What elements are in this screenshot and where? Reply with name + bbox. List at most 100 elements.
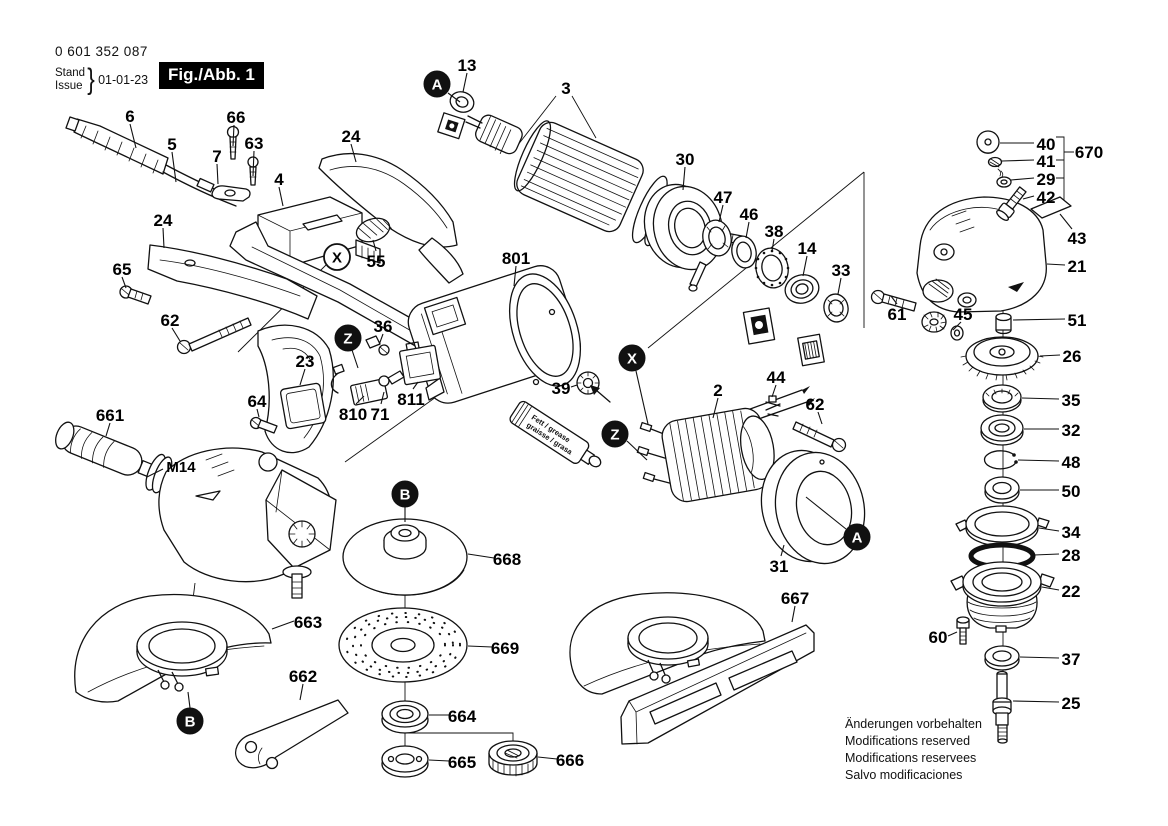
part-callout-63: 63: [245, 134, 264, 153]
stand-label: Stand: [55, 67, 86, 79]
capacitor-810-drawing: [330, 363, 388, 406]
leader-line-55: [372, 239, 377, 252]
flange-664-drawing: [381, 700, 429, 734]
part-callout-28: 28: [1062, 546, 1081, 565]
part-callout-66: 66: [227, 108, 246, 127]
part-callout-M14: M14: [166, 459, 196, 476]
leader-line-24: [162, 227, 165, 249]
leader-line-26: [1039, 354, 1061, 357]
screw-65-drawing: [119, 285, 152, 305]
leader-line-62: [171, 327, 181, 342]
screw-60-drawing: [956, 616, 970, 645]
part-callout-50: 50: [1062, 482, 1081, 501]
ref-marker-X-circle: [618, 344, 646, 372]
crown-gear-26-drawing: [960, 336, 1044, 381]
leader-line-669: [467, 645, 493, 648]
part-callout-24: 24: [342, 127, 361, 146]
leader-line-24: [350, 143, 357, 163]
pin-drawing: [688, 261, 707, 292]
part-callout-44: 44: [767, 368, 786, 387]
issue-date: 01-01-23: [98, 73, 149, 87]
nut-41-drawing: [987, 156, 1004, 178]
cord-guard-drawing: [65, 116, 169, 175]
ref-marker-X-circle: [323, 243, 351, 271]
ref-marker-B: B: [185, 714, 196, 731]
bearing-14-drawing: [784, 274, 820, 304]
leader-line-44: [771, 384, 777, 398]
part-callout-22: 22: [1062, 582, 1081, 601]
part-callout-23: 23: [296, 352, 315, 371]
leader-line-51: [1012, 318, 1066, 321]
revision-note: Änderungen vorbehalten: [845, 717, 982, 731]
brush-plate-drawing: [437, 112, 466, 140]
part-callout-39: 39: [552, 379, 571, 398]
leader-line-22: [1041, 586, 1060, 591]
bearing-13-drawing: [449, 91, 475, 113]
part-callout-32: 32: [1062, 421, 1081, 440]
part-callout-47: 47: [714, 188, 733, 207]
marker-leader-Z: [626, 440, 648, 461]
part-callout-37: 37: [1062, 650, 1081, 669]
leader-line-48: [1017, 459, 1060, 462]
grinder-assembly-drawing: [158, 447, 337, 599]
part-callout-71: 71: [371, 405, 390, 424]
leader-line-33: [837, 277, 842, 295]
ref-marker-Z: Z: [343, 331, 352, 348]
part-callout-811: 811: [397, 390, 424, 409]
leader-line-21: [1046, 263, 1066, 266]
ref-marker-X: X: [332, 250, 342, 267]
part-callout-64: 64: [248, 392, 267, 411]
leader-line-34: [1038, 527, 1060, 532]
leader-line-36: [378, 333, 384, 346]
plate-43-drawing: [1030, 196, 1072, 219]
flange-30-drawing: [643, 183, 724, 271]
revision-note: Modifications reservees: [845, 751, 977, 765]
clamp-nut-665-drawing: [381, 745, 429, 778]
spindle-25-drawing: [992, 670, 1012, 744]
clip-44-drawing: [765, 395, 781, 417]
part-callout-41: 41: [1037, 152, 1056, 171]
leader-line-30: [682, 166, 686, 191]
leader-line-2: [712, 397, 719, 419]
part-callout-43: 43: [1068, 229, 1087, 248]
part-callout-6: 6: [125, 107, 134, 126]
leader-line-62: [817, 411, 823, 425]
ref-marker-X: X: [627, 351, 637, 368]
ref-marker-Z-circle: [334, 324, 362, 352]
part-callout-667: 667: [781, 589, 809, 608]
screw-71-drawing: [378, 370, 405, 387]
leader-line-39: [570, 384, 578, 388]
bearing-flange-22-drawing: [950, 561, 1055, 633]
lock-washer-47-drawing: [702, 219, 732, 257]
ref-marker-A-circle: [843, 523, 871, 551]
leader-line-663: [271, 620, 295, 630]
part-callout-810: 810: [339, 405, 367, 424]
ring-gear-38-drawing: [754, 247, 790, 289]
guard-panel-667-drawing: [620, 624, 815, 745]
leader-line-14: [802, 255, 808, 277]
part-callout-36: 36: [374, 317, 393, 336]
part-callout-13: 13: [458, 56, 477, 75]
part-callout-62: 62: [161, 311, 180, 330]
leader-line-71: [380, 391, 385, 405]
ref-marker-A: A: [432, 77, 443, 94]
bearing-50-drawing: [984, 476, 1020, 504]
gear-housing-21-drawing: [916, 196, 1047, 313]
seal-ring-37-drawing: [984, 645, 1020, 671]
ref-marker-Z: Z: [610, 427, 619, 444]
grease-tube-drawing: Fett / grease graisse / grasa: [509, 400, 602, 468]
bearing-35-drawing: [982, 384, 1022, 413]
part-callout-60: 60: [929, 628, 948, 647]
leader-line-45: [952, 321, 962, 331]
leader-line-60: [947, 631, 958, 637]
switch-811-drawing: [398, 341, 442, 386]
fan-washer-39-drawing: [576, 371, 611, 403]
leader-line-667: [791, 605, 796, 623]
leader-line-662: [299, 683, 304, 701]
snap-ring-48-drawing: [983, 450, 1018, 470]
ref-marker-B-circle: [176, 707, 204, 735]
leader-line-28: [1033, 553, 1060, 556]
leader-line-M14: [146, 468, 164, 478]
